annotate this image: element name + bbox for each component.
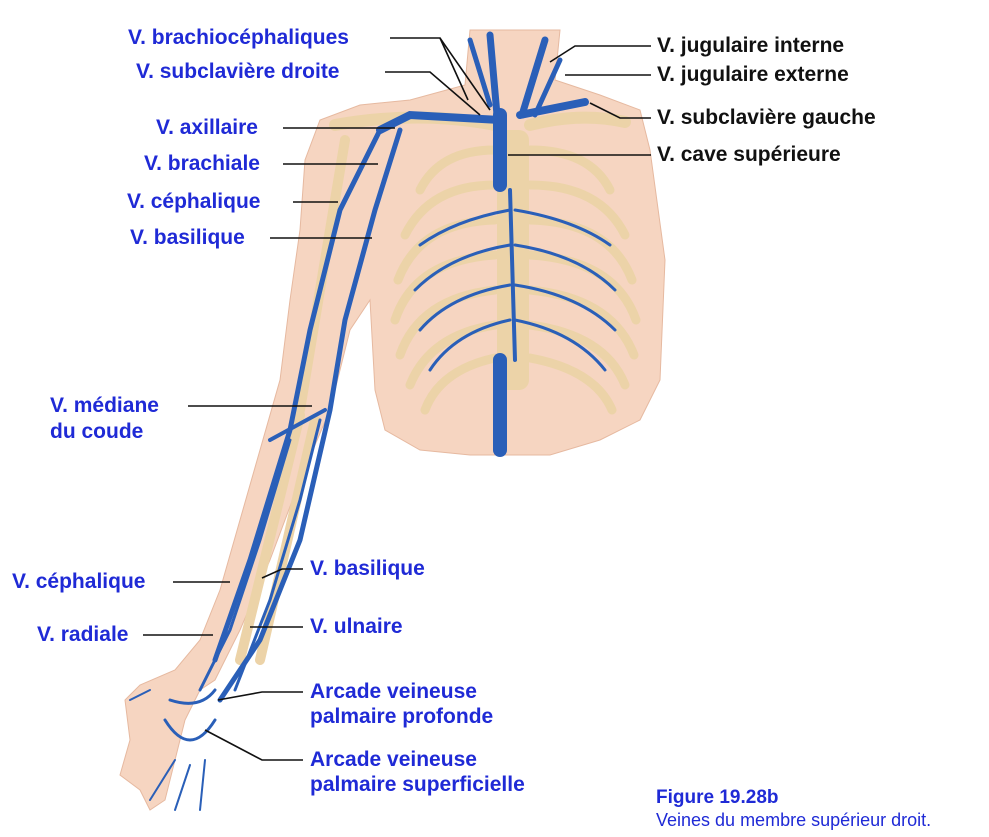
label-mediane-coude-line1: V. médiane xyxy=(50,394,159,418)
label-jugulaire-externe: V. jugulaire externe xyxy=(657,63,849,87)
label-cephalique-upper: V. céphalique xyxy=(127,190,260,214)
label-basilique-lower: V. basilique xyxy=(310,557,425,581)
label-brachiale: V. brachiale xyxy=(144,152,260,176)
figure-caption: Veines du membre supérieur droit. xyxy=(656,810,931,831)
label-arcade-superficielle-line2: palmaire superficielle xyxy=(310,773,525,797)
label-arcade-profonde-line2: palmaire profonde xyxy=(310,705,493,729)
label-jugulaire-interne: V. jugulaire interne xyxy=(657,34,844,58)
label-radiale: V. radiale xyxy=(37,623,128,647)
label-arcade-superficielle-line1: Arcade veineuse xyxy=(310,748,477,772)
label-arcade-profonde-line1: Arcade veineuse xyxy=(310,680,477,704)
label-brachiocephaliques: V. brachiocéphaliques xyxy=(128,26,349,50)
label-cave-superieure: V. cave supérieure xyxy=(657,143,841,167)
label-cephalique-lower: V. céphalique xyxy=(12,570,145,594)
label-basilique-upper: V. basilique xyxy=(130,226,245,250)
label-mediane-coude-line2: du coude xyxy=(50,420,143,444)
label-ulnaire: V. ulnaire xyxy=(310,615,403,639)
label-subclaviere-gauche: V. subclavière gauche xyxy=(657,106,876,130)
figure-number: Figure 19.28b xyxy=(656,787,779,809)
label-subclaviere-droite: V. subclavière droite xyxy=(136,60,340,84)
label-axillaire: V. axillaire xyxy=(156,116,258,140)
